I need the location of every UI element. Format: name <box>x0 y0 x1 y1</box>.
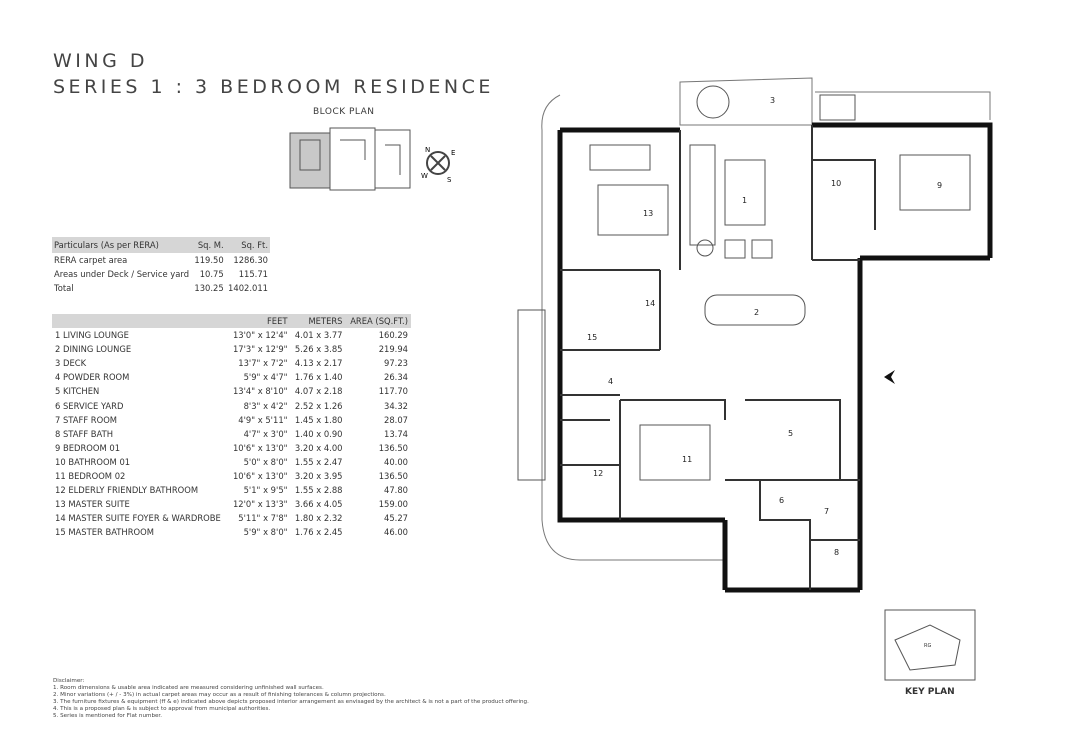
keyplan-tag: RG <box>924 643 931 649</box>
room-dimensions-table: FEET METERS AREA (SQ.FT.) 1 LIVING LOUNG… <box>52 314 411 539</box>
room-4: 4 <box>608 377 613 386</box>
room-7: 7 <box>824 507 829 516</box>
block-plan <box>289 127 411 191</box>
room-15: 15 <box>587 333 597 342</box>
room-3: 3 <box>770 96 775 105</box>
room-8: 8 <box>834 548 839 557</box>
room-1: 1 <box>742 196 747 205</box>
compass-s: S <box>447 176 452 184</box>
series-title: SERIES 1 : 3 BEDROOM RESIDENCE <box>53 76 494 98</box>
compass-n: N <box>425 146 430 154</box>
wing-title: WING D <box>53 50 148 72</box>
rera-area-table: Particulars (As per RERA) Sq. M. Sq. Ft.… <box>52 237 270 295</box>
room-10: 10 <box>831 179 841 188</box>
room-6: 6 <box>779 496 784 505</box>
compass-w: W <box>421 172 428 180</box>
room-13: 13 <box>643 209 653 218</box>
room-5: 5 <box>788 429 793 438</box>
key-plan-label: KEY PLAN <box>905 687 955 697</box>
entrance-arrow-icon <box>884 370 895 384</box>
room-14: 14 <box>645 299 655 308</box>
room-12: 12 <box>593 469 603 478</box>
block-plan-label: BLOCK PLAN <box>313 107 375 117</box>
disclaimer: Disclaimer: 1. Room dimensions & usable … <box>53 678 529 719</box>
room-9: 9 <box>937 181 942 190</box>
room-numbers: 1 2 3 4 5 6 7 8 9 10 11 12 13 14 15 <box>587 96 942 557</box>
room-11: 11 <box>682 455 692 464</box>
floor-plan: RG 1 2 3 4 5 6 7 8 9 10 11 12 13 14 15 <box>517 77 993 681</box>
room-2: 2 <box>754 308 759 317</box>
compass-e: E <box>451 149 455 157</box>
compass-icon: N E S W <box>421 146 455 184</box>
